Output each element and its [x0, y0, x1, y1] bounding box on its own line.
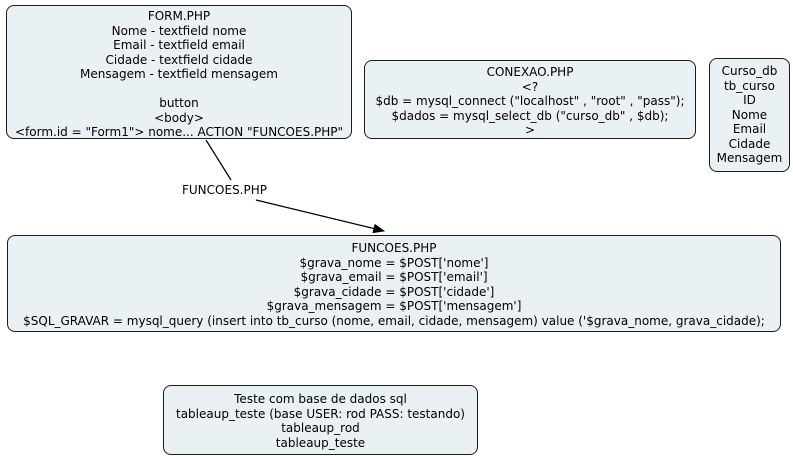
text-line: $db = mysql_connect ("localhost" , "root… [375, 94, 685, 108]
funcoes-label-to-box-arrow [255, 199, 386, 234]
text-line: Curso_db [721, 64, 778, 78]
text-line: Teste com base de dados sql [234, 392, 407, 406]
text-line: $grava_mensagem = $POST['mensagem'] [266, 299, 522, 313]
text-line: tableaup_teste [275, 435, 366, 450]
text-line: $grava_nome = $POST['nome'] [299, 255, 489, 270]
text-line: tableaup_rod [281, 421, 360, 435]
text-line: $grava_email = $POST['email'] [300, 270, 488, 284]
text-line: <? [521, 79, 539, 94]
text-line: $grava_cidade = $POST['cidade'] [293, 284, 495, 299]
text-line: <form.id = "Form1"> nome... ACTION "FUNC… [14, 125, 344, 139]
text-line: Cidade - textfield cidade [105, 52, 253, 67]
text-line: > [524, 123, 536, 137]
text-line [7, 82, 351, 97]
text-line: Email [732, 122, 767, 136]
text-line: $dados = mysql_select_db ("curso_db" , $… [391, 108, 669, 123]
text-line: FUNCOES.PHP [351, 241, 437, 255]
text-line: button [159, 96, 199, 110]
text-line: tb_curso [723, 78, 776, 93]
text-line: ID [743, 93, 756, 107]
form-to-funcoes-label-line [205, 139, 232, 181]
text-line: Cidade [728, 136, 771, 151]
conexao-php-node: CONEXAO.PHP<?$db = mysql_connect ("local… [364, 60, 696, 139]
text-line: Mensagem - textfield mensagem [80, 67, 278, 81]
text-line: $SQL_GRAVAR = mysql_query (insert into t… [23, 313, 765, 328]
text-line: FORM.PHP [147, 9, 211, 23]
funcoes-php-node: FUNCOES.PHP$grava_nome = $POST['nome']$g… [7, 235, 781, 332]
text-line: Mensagem [716, 151, 783, 165]
text-line: Email - textfield email [113, 38, 245, 52]
text-line: Nome - textfield nome [111, 23, 247, 38]
text-line: <body> [154, 110, 204, 125]
text-line: Nome [731, 107, 768, 122]
text-line: CONEXAO.PHP [486, 65, 574, 79]
text-line: tableaup_teste (base USER: rod PASS: tes… [176, 406, 465, 421]
funcoes-php-label: FUNCOES.PHP [182, 183, 267, 197]
